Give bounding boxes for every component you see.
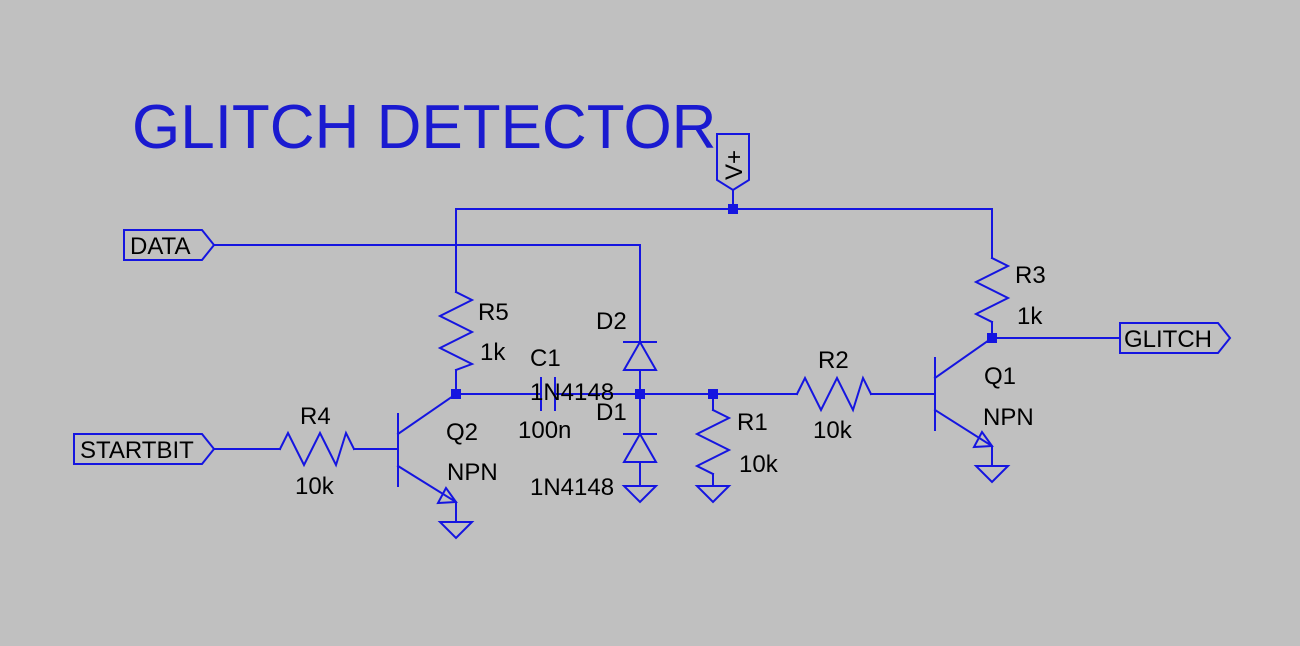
resistor-r1: R1 10k: [694, 408, 779, 478]
c1-name: C1: [530, 345, 561, 372]
q1-collector-lead: [933, 336, 994, 380]
d1-name: D1: [596, 399, 627, 426]
ground-r1: [694, 485, 732, 504]
r3-name: R3: [1015, 262, 1046, 289]
d1-value: 1N4148: [530, 474, 614, 501]
q2-collector-wire: [455, 369, 541, 395]
d2-value: 1N4148: [530, 379, 614, 406]
r1-zigzag: [694, 408, 732, 476]
r5-value: 1k: [480, 339, 506, 366]
r3-zigzag: [973, 256, 1011, 324]
r4-zigzag: [278, 430, 356, 468]
glitch-wire: [991, 321, 1121, 339]
resistor-r2: R2 10k: [795, 347, 873, 444]
grounds: [437, 465, 1011, 540]
resistor-r4: R4 10k: [278, 403, 356, 500]
c1-value: 100n: [518, 417, 571, 444]
r3-value: 1k: [1017, 303, 1043, 330]
startbit-port-shape: [73, 433, 216, 465]
q1-emitter-arrow: [972, 430, 994, 449]
data-port-shape: [123, 229, 216, 261]
ground-d1: [621, 485, 659, 504]
r2-zigzag: [795, 375, 873, 413]
d2-triangle: [622, 339, 658, 371]
transistor-q2: Q2 NPN: [396, 392, 498, 523]
resistor-r3: R3 1k: [973, 256, 1046, 330]
data-wire: [213, 244, 641, 341]
d1-triangle: [622, 431, 658, 463]
r1-name: R1: [737, 409, 768, 436]
q2-name: Q2: [446, 419, 478, 446]
r1-value: 10k: [739, 451, 779, 478]
q2-collector-lead: [396, 392, 458, 436]
ground-q1: [973, 465, 1011, 484]
q2-emitter-arrow: [436, 486, 458, 505]
r5-name: R5: [478, 299, 509, 326]
r4-name: R4: [300, 403, 331, 430]
startbit-port-label: STARTBIT: [80, 437, 194, 464]
vplus-port-label: V+: [721, 150, 748, 180]
junction-diode-node: [635, 389, 645, 399]
port-startbit: STARTBIT: [73, 433, 216, 465]
data-port-label: DATA: [130, 233, 190, 260]
d2-name: D2: [596, 308, 627, 335]
q1-value: NPN: [983, 404, 1034, 431]
resistor-r5: R5 1k: [437, 290, 509, 372]
glitch-port-shape: [1119, 322, 1232, 354]
diode-d1: D1 1N4148: [530, 399, 658, 501]
glitch-port-label: GLITCH: [1124, 326, 1212, 353]
port-glitch: GLITCH: [1119, 322, 1232, 354]
q1-name: Q1: [984, 363, 1016, 390]
capacitor-c1: C1 100n: [518, 345, 571, 444]
port-data: DATA: [123, 229, 216, 261]
r2-name: R2: [818, 347, 849, 374]
c1-plates: [540, 377, 556, 411]
vplus-port-shape: [716, 133, 750, 192]
diode-d2: D2 1N4148: [530, 308, 658, 406]
port-vplus: V+: [716, 133, 750, 192]
r4-value: 10k: [295, 473, 335, 500]
junction-r1: [708, 389, 718, 399]
schematic-title: GLITCH DETECTOR: [132, 93, 716, 162]
junction-vplus: [728, 204, 738, 214]
ground-q2: [437, 521, 475, 540]
r2-value: 10k: [813, 417, 853, 444]
q2-value: NPN: [447, 459, 498, 486]
r5-zigzag: [437, 290, 475, 372]
transistor-q1: Q1 NPN: [933, 336, 1034, 467]
